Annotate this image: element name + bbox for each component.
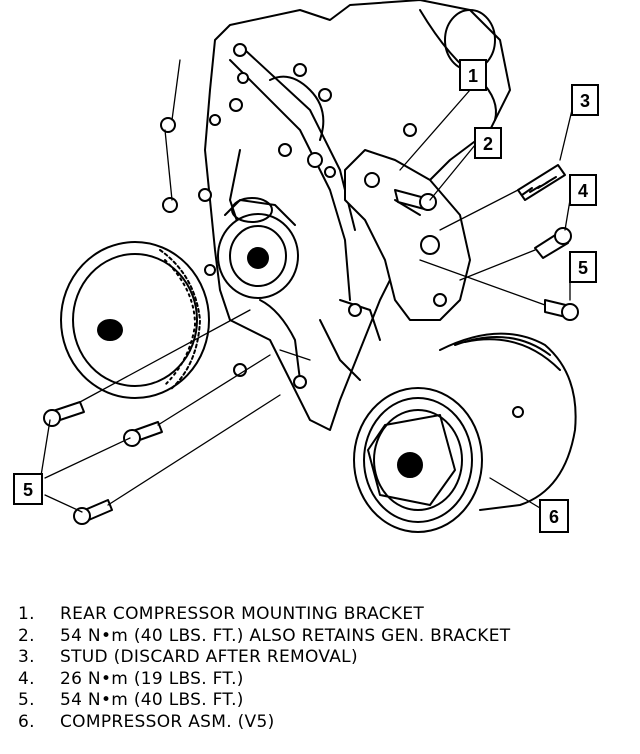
legend-item-5: 5. 54 N•m (40 LBS. FT.) [18,690,633,712]
svg-text:3: 3 [580,91,590,111]
svg-text:1: 1 [468,66,478,86]
legend-item-3: 3. STUD (DISCARD AFTER REMOVAL) [18,647,633,669]
crank-pulley [60,241,210,399]
bolts-54nm-left [43,401,163,525]
parts-legend: 1. REAR COMPRESSOR MOUNTING BRACKET 2. 54 … [18,604,633,734]
stud [517,164,566,201]
svg-text:5: 5 [578,258,588,278]
legend-number: 6. [18,711,35,732]
callout-1: 1 [459,59,487,91]
compressor-mounting-diagram: 1 2 3 4 5 5 6 [13,0,599,533]
bolt-54nm-right [544,299,579,321]
legend-number: 3. [18,647,35,668]
legend-text: REAR COMPRESSOR MOUNTING BRACKET [60,604,425,624]
legend-text: 26 N•m (19 LBS. FT.) [60,668,244,689]
legend-item-1: 1. REAR COMPRESSOR MOUNTING BRACKET [18,604,633,626]
legend-text: COMPRESSOR ASM. (V5) [60,711,275,732]
svg-text:4: 4 [578,181,588,201]
legend-item-4: 4. 26 N•m (19 LBS. FT.) [18,669,633,691]
leader-lines [39,59,573,513]
callout-3: 3 [571,84,599,116]
legend-number: 2. [18,625,35,646]
callout-6: 6 [539,499,569,533]
legend-number: 1. [18,604,35,624]
legend-number: 5. [18,690,35,711]
svg-text:2: 2 [483,134,493,154]
bolt-26nm [534,227,572,259]
idler-pulley [217,197,299,299]
callout-4: 4 [569,174,597,206]
callout-2: 2 [474,127,502,159]
compressor-assembly [353,332,577,533]
callout-5-right: 5 [569,251,597,283]
engine-bolts [160,43,417,389]
svg-text:5: 5 [23,480,33,500]
svg-text:6: 6 [549,507,559,527]
legend-number: 4. [18,668,35,689]
legend-text: 54 N•m (40 LBS. FT.) [60,690,244,711]
rear-compressor-mounting-bracket [344,149,471,321]
legend-item-2: 2. 54 N•m (40 LBS. FT.) ALSO RETAINS GEN.… [18,626,633,648]
engine-block [204,0,511,431]
legend-item-6: 6. COMPRESSOR ASM. (V5) [18,712,633,734]
callout-5-left: 5 [13,473,43,505]
legend-text: 54 N•m (40 LBS. FT.) ALSO RETAINS GEN. B… [60,625,511,646]
legend-text: STUD (DISCARD AFTER REMOVAL) [60,647,358,668]
